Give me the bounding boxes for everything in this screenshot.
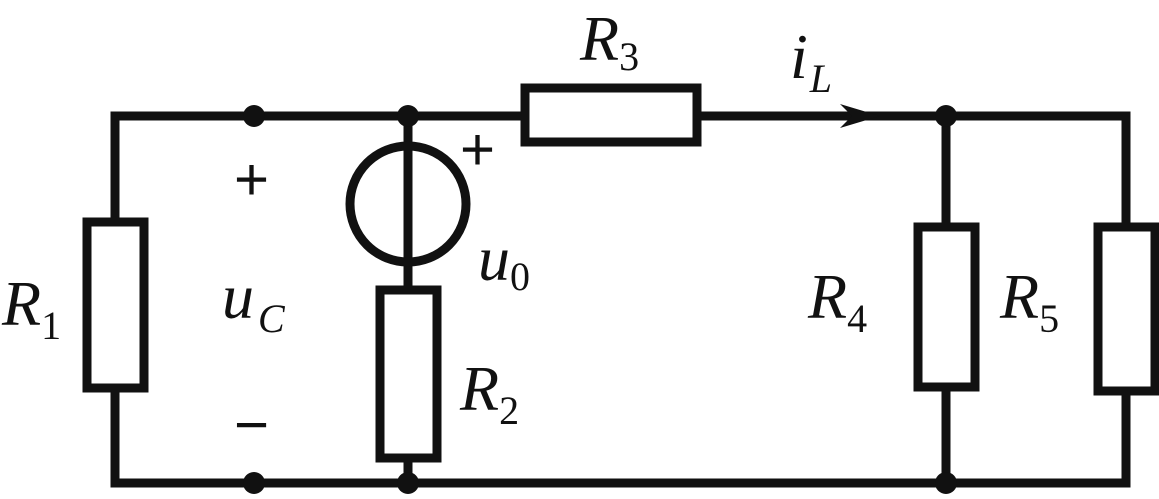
node-top-r4: [935, 105, 957, 127]
label-uc-sub: C: [258, 296, 286, 341]
label-r5-main: R: [999, 261, 1039, 332]
uc-minus-sign: −: [234, 391, 269, 458]
label-il-sub: L: [809, 56, 832, 101]
node-top-uc: [243, 105, 265, 127]
node-bottom-uc: [243, 472, 265, 494]
label-u0: u0: [478, 223, 530, 299]
resistor-r3: [520, 83, 702, 147]
current-arrow-il: [840, 104, 880, 128]
label-r1: R1: [1, 268, 61, 348]
label-u0-sub: 0: [510, 254, 530, 299]
label-r4-sub: 4: [847, 296, 867, 341]
label-uc-main: u: [222, 261, 254, 332]
voltage-source-u0: [345, 141, 471, 267]
resistor-r4: [913, 222, 980, 392]
label-u0-main: u: [478, 223, 510, 294]
label-r1-sub: 1: [41, 303, 61, 348]
label-il: iL: [790, 21, 832, 101]
node-top-source: [397, 105, 419, 127]
label-r5: R5: [999, 261, 1059, 341]
label-r2-sub: 2: [499, 388, 519, 433]
node-bottom-r2: [397, 472, 419, 494]
label-r1-main: R: [1, 268, 41, 339]
label-r2-main: R: [459, 353, 499, 424]
u0-plus-sign: +: [460, 116, 495, 183]
resistor-r5: [1093, 222, 1159, 396]
label-r2: R2: [459, 353, 519, 433]
label-r4: R4: [807, 261, 867, 341]
label-r5-sub: 5: [1039, 296, 1059, 341]
label-r3-main: R: [579, 3, 619, 74]
label-r3: R3: [579, 3, 639, 79]
node-bottom-r4: [935, 472, 957, 494]
label-il-main: i: [790, 21, 808, 92]
resistor-r1: [82, 217, 149, 393]
label-r3-sub: 3: [619, 34, 639, 79]
uc-plus-sign: +: [234, 146, 269, 213]
label-r4-main: R: [807, 261, 847, 332]
resistor-r2: [375, 285, 442, 463]
nodes: [243, 105, 957, 494]
